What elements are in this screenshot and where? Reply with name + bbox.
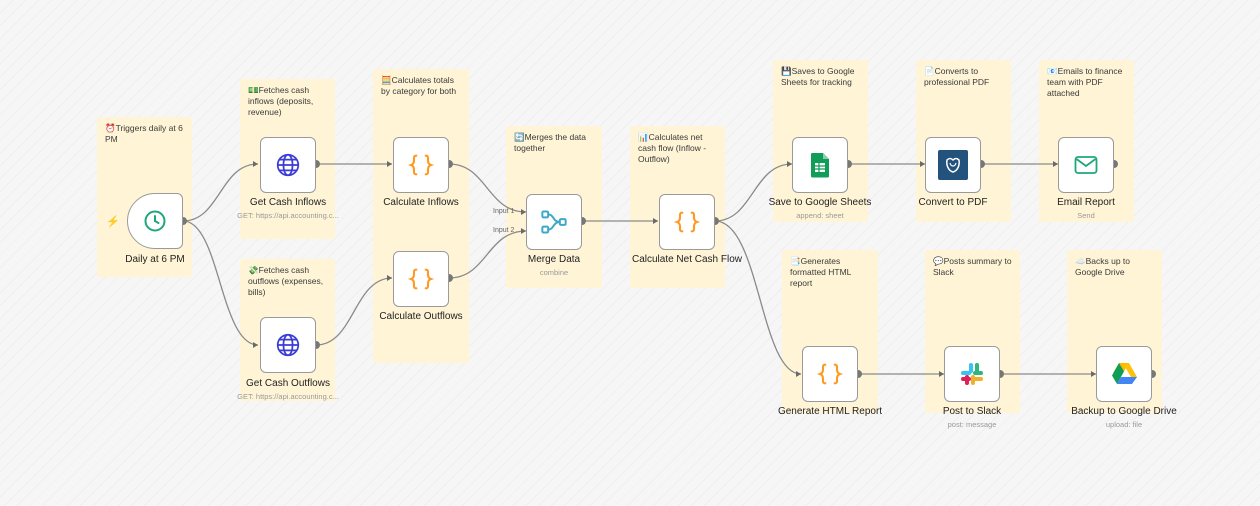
arrow-head	[787, 161, 792, 167]
node-label-daily: Daily at 6 PM	[125, 254, 185, 265]
note-text-inflows: 💵Fetches cash inflows (deposits, revenue…	[248, 85, 314, 117]
node-label-get-outflows: Get Cash Outflows	[246, 378, 330, 389]
globe-icon	[276, 153, 300, 177]
node-sub-email: Send	[1077, 211, 1095, 220]
braces-icon	[407, 268, 435, 290]
arrow-head	[796, 371, 801, 377]
edge-net-to-sheets	[714, 163, 793, 222]
edge-daily-to-get-inflows	[182, 163, 259, 222]
arrow-head	[253, 161, 258, 167]
arrow-head	[1053, 161, 1058, 167]
edge-calc-inflows-to-merge	[448, 163, 527, 213]
note-text-pdf: 📄Converts to professional PDF	[924, 66, 990, 87]
arrow-head	[387, 161, 392, 167]
node-label-merge: Merge Data	[527, 254, 581, 265]
braces-icon	[816, 363, 844, 385]
clock-icon	[144, 210, 166, 232]
pdf-convert-icon	[938, 150, 968, 180]
arrow-head	[939, 371, 944, 377]
arrow-head	[653, 218, 658, 224]
sticky-note-calc-totals[interactable]	[373, 69, 469, 363]
node-generate-html-report[interactable]	[802, 346, 858, 402]
note-text-merge: 🔄Merges the data together	[514, 132, 587, 153]
node-label-calc-outflows: Calculate Outflows	[379, 311, 463, 322]
arrow-head	[920, 161, 925, 167]
arrow-head	[387, 275, 392, 281]
globe-icon	[276, 333, 300, 357]
note-text-outflows: 💸Fetches cash outflows (expenses, bills)	[248, 265, 324, 297]
google-drive-icon	[1112, 362, 1137, 384]
note-text-net: 📊Calculates net cash flow (Inflow - Outf…	[638, 132, 707, 164]
braces-icon	[407, 154, 435, 176]
arrow-head	[1091, 371, 1096, 377]
edge-net-to-html	[714, 220, 802, 375]
edge-calc-outflows-to-merge	[448, 230, 527, 279]
envelope-icon	[1074, 156, 1098, 174]
trigger-bolt-icon: ⚡	[106, 216, 120, 228]
node-get-cash-outflows[interactable]	[260, 317, 316, 373]
node-backup-to-google-drive[interactable]	[1096, 346, 1152, 402]
node-post-to-slack[interactable]	[944, 346, 1000, 402]
node-convert-to-pdf[interactable]	[925, 137, 981, 193]
note-text-slack: 💬Posts summary to Slack	[933, 256, 1012, 277]
arrow-head	[521, 228, 526, 234]
slack-icon	[961, 363, 983, 385]
node-sub-get-outflows: GET: https://api.accounting.c...	[237, 392, 339, 401]
braces-icon	[673, 211, 701, 233]
node-email-report[interactable]	[1058, 137, 1114, 193]
node-calculate-outflows[interactable]	[393, 251, 449, 307]
node-label-slack: Post to Slack	[942, 406, 1002, 417]
arrow-head	[253, 342, 258, 348]
node-label-get-inflows: Get Cash Inflows	[249, 197, 327, 208]
merge-icon	[541, 210, 567, 234]
note-text-calc-totals: 🧮Calculates totals by category for both	[381, 75, 457, 96]
node-merge-data[interactable]	[526, 194, 582, 250]
node-save-to-google-sheets[interactable]	[792, 137, 848, 193]
node-sub-drive: upload: file	[1105, 420, 1143, 429]
arrow-head	[521, 209, 526, 215]
node-label-pdf: Convert to PDF	[918, 197, 988, 208]
node-label-html: Generate HTML Report	[777, 406, 883, 417]
note-text-email: 📧Emails to finance team with PDF attache…	[1047, 66, 1123, 98]
node-label-email: Email Report	[1057, 197, 1115, 208]
node-get-cash-inflows[interactable]	[260, 137, 316, 193]
node-label-calc-inflows: Calculate Inflows	[383, 197, 459, 208]
node-sub-slack: post: message	[947, 420, 997, 429]
node-sub-sheets: append: sheet	[796, 211, 844, 220]
merge-input-1-label: Input 1	[493, 208, 515, 215]
node-label-net: Calculate Net Cash Flow	[631, 254, 743, 265]
note-text-drive: ☁️Backs up to Google Drive	[1075, 256, 1130, 277]
node-sub-get-inflows: GET: https://api.accounting.c...	[237, 211, 339, 220]
edge-daily-to-get-outflows	[182, 220, 259, 346]
note-text-trigger: ⏰Triggers daily at 6 PM	[105, 123, 183, 144]
node-sub-merge: combine	[539, 268, 569, 277]
node-label-drive: Backup to Google Drive	[1071, 406, 1177, 417]
edge-outflows-to-calc-outflows	[315, 277, 393, 346]
node-daily-trigger[interactable]	[127, 193, 183, 249]
note-text-html: 📑Generates formatted HTML report	[790, 256, 852, 288]
node-calculate-inflows[interactable]	[393, 137, 449, 193]
google-sheets-icon	[810, 153, 829, 178]
note-text-sheets: 💾Saves to Google Sheets for tracking	[781, 66, 855, 87]
merge-input-2-label: Input 2	[493, 227, 515, 234]
node-calculate-net-cash-flow[interactable]	[659, 194, 715, 250]
node-label-sheets: Save to Google Sheets	[768, 197, 872, 208]
